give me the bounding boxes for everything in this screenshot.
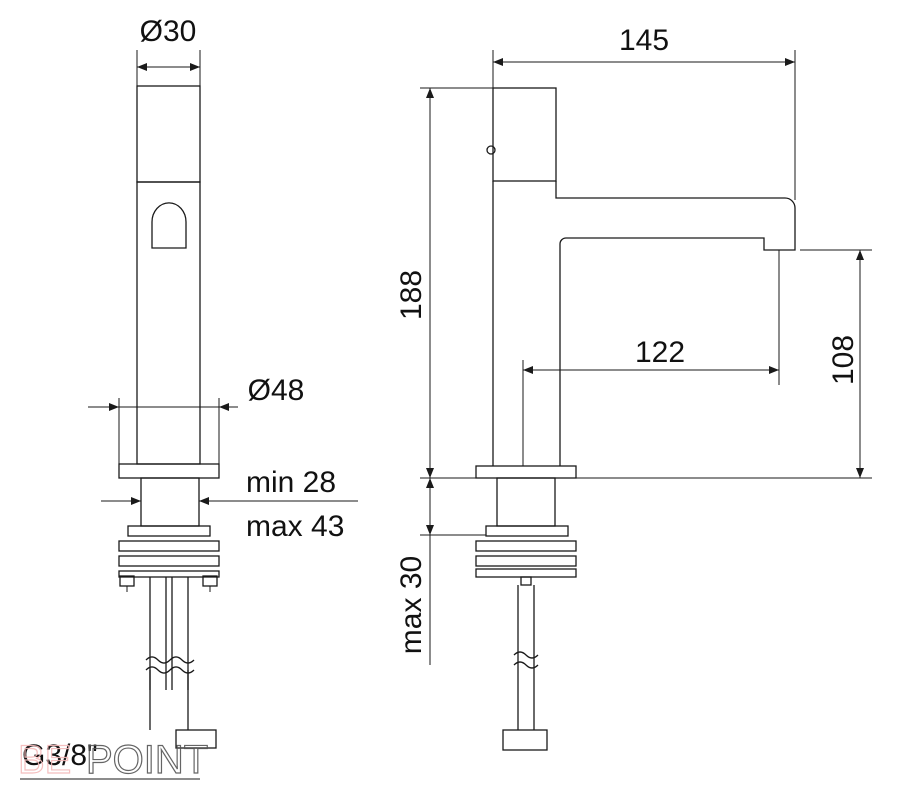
spout-outline (492, 181, 796, 466)
label-max-43: max 43 (246, 510, 344, 543)
shank-front (140, 477, 200, 527)
handle-side (492, 87, 557, 182)
label-108: 108 (827, 335, 860, 385)
watermark-part1: BE (18, 738, 71, 782)
label-d48: Ø48 (248, 374, 305, 407)
shank-side (496, 477, 556, 527)
label-max-30: max 30 (395, 556, 428, 654)
label-min-28: min 28 (246, 466, 336, 499)
hose-fitting-front (175, 729, 217, 749)
label-thread: G3/8" (22, 739, 98, 772)
base-plate-front (118, 463, 220, 479)
label-145: 145 (619, 24, 669, 57)
label-122: 122 (635, 336, 685, 369)
handle-front (136, 85, 201, 183)
label-d30: Ø30 (140, 15, 197, 48)
watermark-part2: POINT (86, 738, 208, 782)
side-view (420, 50, 872, 751)
label-188: 188 (395, 270, 428, 320)
front-view (20, 50, 358, 780)
column-front (136, 181, 201, 465)
hose-fitting-side (502, 729, 548, 751)
aerator-slot (151, 202, 187, 249)
base-plate-side (475, 465, 577, 479)
watermark-logo: BE POINT (17, 737, 208, 782)
